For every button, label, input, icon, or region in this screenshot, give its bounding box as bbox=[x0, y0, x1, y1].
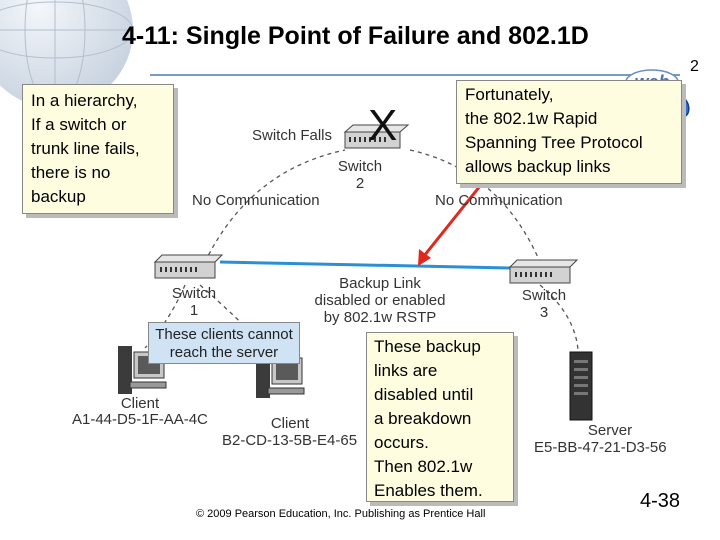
backup-callout: These backup links are disabled until a … bbox=[366, 332, 514, 502]
globe-decoration-icon bbox=[0, 0, 134, 109]
pointer-arrow bbox=[418, 180, 486, 266]
hierarchy-line-3: trunk line fails, bbox=[31, 139, 140, 158]
backup-link-label-line-3: by 802.1w RSTP bbox=[323, 309, 437, 326]
client-2-label: Client bbox=[270, 415, 310, 432]
trunk-links bbox=[144, 149, 579, 351]
fortunately-line-1: Fortunately, bbox=[465, 85, 554, 104]
switch-1-label-line-1: Switch bbox=[171, 285, 217, 302]
fortunately-line-3: Spanning Tree Protocol bbox=[465, 133, 643, 152]
server-mac-address: E5-BB-47-21-D3-56 bbox=[534, 439, 667, 456]
hierarchy-line-5: backup bbox=[31, 187, 86, 206]
switch-3-icon bbox=[508, 259, 579, 284]
hierarchy-line-2: If a switch or bbox=[31, 115, 127, 134]
backup-line-3: disabled until bbox=[374, 385, 474, 404]
title-underline bbox=[150, 74, 680, 76]
backup-link-label-line-1: Backup Link bbox=[339, 275, 421, 292]
fortunately-line-4: allows backup links bbox=[465, 157, 611, 176]
backup-link-line bbox=[219, 260, 513, 270]
backup-line-7: Enables them. bbox=[374, 481, 483, 500]
no-communication-right-label: No Communication bbox=[435, 192, 563, 209]
server-icon bbox=[569, 351, 593, 421]
server-label: Server bbox=[587, 422, 633, 439]
switch-1-label-line-2: 1 bbox=[189, 302, 199, 319]
backup-line-4: a breakdown bbox=[374, 409, 472, 428]
clients-note-line-1: These clients cannot bbox=[155, 326, 293, 343]
hierarchy-line-4: there is no bbox=[31, 163, 111, 182]
switch-2-label-line-1: Switch bbox=[337, 158, 383, 175]
slide-title: 4-11: Single Point of Failure and 802.1D bbox=[122, 22, 589, 50]
clients-note-line-2: reach the server bbox=[169, 344, 279, 361]
backup-link-label-line-2: disabled or enabled bbox=[314, 292, 446, 309]
hierarchy-callout: In a hierarchy, If a switch or trunk lin… bbox=[22, 84, 174, 214]
client-1-label: Client bbox=[120, 395, 160, 412]
fortunately-callout: Fortunately, the 802.1w Rapid Spanning T… bbox=[456, 80, 682, 184]
hierarchy-line-1: In a hierarchy, bbox=[31, 91, 138, 110]
backup-line-2: links are bbox=[374, 361, 438, 380]
x-failure-mark: X bbox=[368, 101, 398, 150]
backup-line-1: These backup bbox=[374, 337, 481, 356]
switch-falls-label: Switch Falls bbox=[252, 127, 333, 144]
copyright-footer: © 2009 Pearson Education, Inc. Publishin… bbox=[196, 508, 486, 520]
slide-number: 4-38 bbox=[640, 490, 681, 512]
fortunately-line-2: the 802.1w Rapid bbox=[465, 109, 598, 128]
backup-line-5: occurs. bbox=[374, 433, 429, 452]
no-communication-left-label: No Communication bbox=[192, 192, 320, 209]
client-2-mac-address: B2-CD-13-5B-E4-65 bbox=[222, 432, 358, 449]
switch-1-icon bbox=[153, 254, 224, 279]
switch-2-label-line-2: 2 bbox=[355, 175, 365, 192]
switch-3-label-line-1: Switch bbox=[521, 287, 567, 304]
switch-2-icon bbox=[343, 124, 410, 149]
backup-line-6: Then 802.1w bbox=[374, 457, 473, 476]
page-number: 2 bbox=[690, 58, 699, 75]
switch-3-label-line-2: 3 bbox=[539, 304, 549, 321]
clients-note-box bbox=[148, 322, 300, 364]
client-1-mac-address: A1-44-D5-1F-AA-4C bbox=[72, 411, 208, 428]
